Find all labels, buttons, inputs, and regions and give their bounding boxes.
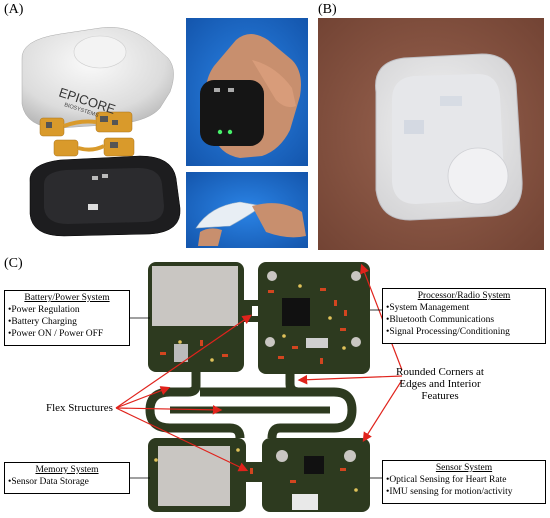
rounded-corners-label: Rounded Corners at Edges and Interior Fe… (396, 366, 484, 402)
pcb-layout (145, 260, 370, 512)
photo-hand-holding-device (186, 18, 308, 166)
battery-power-box: Battery/Power System •Power Regulation •… (4, 290, 130, 346)
processor-item-2: •Bluetooth Communications (386, 315, 495, 325)
processor-radio-title: Processor/Radio System (417, 291, 511, 301)
rounded-corners-line-3: Features (421, 390, 459, 402)
rounded-corners-line-1: Rounded Corners at (396, 366, 484, 378)
photo-device-on-skin (318, 18, 544, 250)
memory-system-title: Memory System (35, 465, 99, 475)
rounded-corners-line-2: Edges and Interior (399, 378, 481, 390)
flex-structures-label: Flex Structures (46, 402, 113, 414)
sensor-item-1: •Optical Sensing for Heart Rate (386, 475, 507, 485)
sensor-system-box: Sensor System •Optical Sensing for Heart… (382, 460, 546, 504)
memory-system-box: Memory System •Sensor Data Storage (4, 462, 130, 494)
sensor-item-2: •IMU sensing for motion/activity (386, 487, 513, 497)
processor-item-3: •Signal Processing/Conditioning (386, 327, 510, 337)
battery-power-title: Battery/Power System (24, 293, 110, 303)
memory-item-1: •Sensor Data Storage (8, 477, 89, 487)
panel-label-b: (B) (318, 2, 337, 17)
battery-item-1: •Power Regulation (8, 305, 80, 315)
battery-item-3: •Power ON / Power OFF (8, 329, 104, 339)
sensor-system-title: Sensor System (435, 463, 493, 473)
battery-item-2: •Battery Charging (8, 317, 77, 327)
panel-label-a: (A) (4, 2, 24, 17)
photo-flexing-device (186, 172, 308, 248)
processor-radio-box: Processor/Radio System •System Managemen… (382, 288, 546, 344)
flex-arrows (115, 314, 252, 472)
connector-lines (128, 309, 382, 479)
exploded-device-render (21, 27, 181, 237)
panel-label-c: (C) (4, 256, 23, 271)
processor-item-1: •System Management (386, 303, 470, 313)
